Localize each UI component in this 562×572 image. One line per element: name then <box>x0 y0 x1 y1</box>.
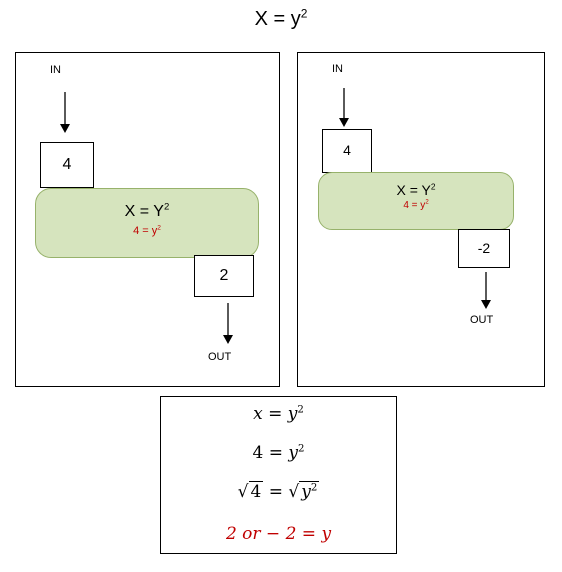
left-in-arrow-icon <box>60 92 70 133</box>
right-out-arrow-icon <box>481 272 491 309</box>
page-title: X = y2 <box>254 6 308 30</box>
left-input-box: 4 <box>40 142 94 188</box>
solution-line-2: 4 = y2 <box>252 443 305 463</box>
right-in-label: IN <box>332 63 343 75</box>
right-output-value: -2 <box>477 240 491 256</box>
left-machine-formula: X = Y2 <box>124 201 170 220</box>
solution-line-4: 2 or − 2 = y <box>225 524 332 544</box>
right-machine-formula: X = Y2 <box>396 181 436 198</box>
solution-line-1: x = y2 <box>253 404 304 424</box>
left-in-label: IN <box>50 64 61 76</box>
left-function-machine: X = Y2 4 = y2 <box>35 188 259 258</box>
right-input-box: 4 <box>322 129 372 173</box>
left-output-value: 2 <box>219 267 229 284</box>
left-input-value: 4 <box>62 156 72 173</box>
left-machine-substitution: 4 = y2 <box>133 224 161 237</box>
solution-box <box>160 396 397 554</box>
right-input-value: 4 <box>343 142 351 158</box>
right-output-box: -2 <box>458 229 510 268</box>
sqrt-symbol-icon: √ <box>237 482 249 502</box>
left-out-label: OUT <box>208 351 232 363</box>
left-out-arrow-icon <box>223 303 233 344</box>
sqrt-symbol-icon: √ <box>288 482 300 502</box>
right-machine-substitution: 4 = y2 <box>403 199 429 211</box>
right-function-machine: X = Y2 4 = y2 <box>318 172 514 230</box>
solution-line-3: √4 = √y2 <box>237 481 320 502</box>
left-output-box: 2 <box>194 255 254 297</box>
right-in-arrow-icon <box>339 88 349 127</box>
right-out-label: OUT <box>470 314 494 326</box>
